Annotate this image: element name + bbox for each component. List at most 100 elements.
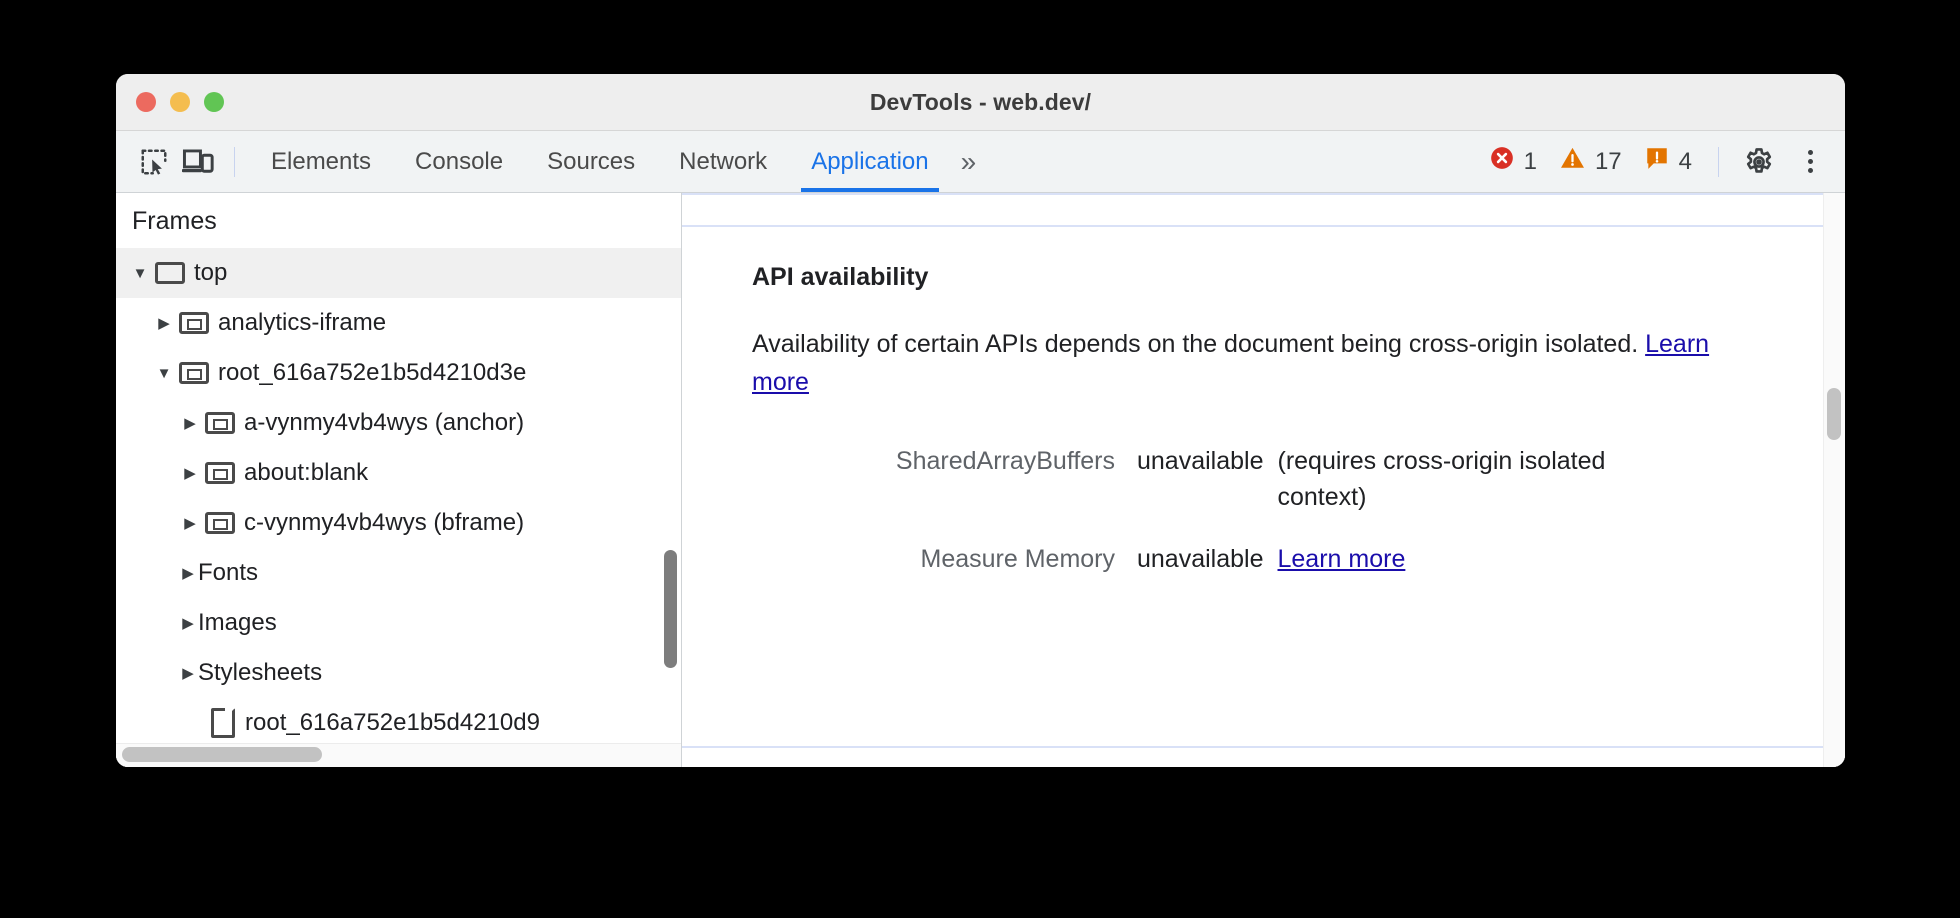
section-title: API availability (752, 263, 929, 291)
frame-icon (179, 362, 209, 384)
tab-console[interactable]: Console (393, 131, 525, 192)
frames-tree: top analytics-iframe root_616a752e1b5d42… (116, 248, 681, 748)
learn-more-link[interactable]: Learn more (752, 330, 1710, 396)
tree-item-label: analytics-iframe (218, 309, 387, 336)
api-rows: SharedArrayBuffers unavailable (requires… (752, 443, 1845, 577)
frame-top-icon (155, 262, 185, 284)
row-value-group: unavailable (requires cross-origin isola… (1137, 443, 1658, 515)
toolbar-status-area: 1 17 (1489, 140, 1845, 184)
main-vertical-scrollbar-track[interactable] (1823, 193, 1845, 767)
tab-label: Elements (271, 147, 372, 175)
section-divider-bottom (682, 746, 1845, 748)
row-shared-array-buffers: SharedArrayBuffers unavailable (requires… (752, 443, 1845, 515)
tree-item-fonts[interactable]: Fonts (116, 548, 681, 598)
devtools-toolbar: Elements Console Sources Network Applica… (116, 131, 1845, 193)
tree-item-label: root_616a752e1b5d4210d9 (245, 709, 540, 736)
api-availability-section: API availability Availability of certain… (682, 227, 1845, 577)
frame-icon (179, 312, 209, 334)
error-circle-icon (1489, 145, 1515, 178)
tree-item-about-blank[interactable]: about:blank (116, 448, 681, 498)
measure-memory-learn-more-link[interactable]: Learn more (1277, 545, 1406, 573)
chevron-right-icon[interactable] (178, 614, 198, 632)
row-value-group: unavailable Learn more (1137, 541, 1405, 577)
row-value: unavailable (1137, 447, 1264, 475)
window-title: DevTools - web.dev/ (869, 88, 1092, 115)
panel-tabs: Elements Console Sources Network Applica… (249, 131, 982, 192)
tab-elements[interactable]: Elements (249, 131, 393, 192)
tree-item-label: Images (198, 609, 277, 636)
warning-triangle-icon (1559, 145, 1586, 178)
sidebar-horizontal-scrollbar-thumb[interactable] (122, 747, 322, 762)
traffic-lights (136, 92, 224, 112)
tree-item-label: Stylesheets (198, 659, 323, 686)
tree-item-label: Fonts (198, 559, 259, 586)
maximize-window-button[interactable] (204, 92, 224, 112)
tree-item-stylesheets[interactable]: Stylesheets (116, 648, 681, 698)
security-isolation-panel: API availability Availability of certain… (682, 193, 1845, 767)
tree-item-root-document[interactable]: root_616a752e1b5d4210d9 (116, 698, 681, 748)
tab-application[interactable]: Application (789, 131, 950, 192)
chevron-right-icon[interactable] (180, 464, 200, 482)
kebab-menu-icon[interactable] (1793, 145, 1827, 179)
panel-top-divider (682, 193, 1845, 195)
frame-icon (205, 412, 235, 434)
tab-network[interactable]: Network (657, 131, 789, 192)
chevron-right-icon[interactable] (180, 514, 200, 532)
inspect-element-icon[interactable] (132, 140, 176, 184)
tab-sources[interactable]: Sources (525, 131, 657, 192)
warning-count: 17 (1594, 147, 1622, 175)
tree-item-label: about:blank (244, 459, 369, 486)
gear-icon[interactable] (1737, 140, 1781, 184)
sidebar-vertical-scrollbar[interactable] (664, 550, 677, 668)
row-measure-memory: Measure Memory unavailable Learn more (752, 541, 1845, 577)
error-count-badge[interactable]: 1 (1489, 145, 1537, 178)
tree-item-analytics-iframe[interactable]: analytics-iframe (116, 298, 681, 348)
tab-label: Console (415, 147, 504, 175)
tree-item-label: top (194, 259, 228, 286)
tab-label: Sources (547, 147, 636, 175)
devtools-body: Frames top analytics-iframe root_616a752… (116, 193, 1845, 767)
issue-count: 4 (1678, 147, 1692, 175)
tab-label: Network (679, 147, 768, 175)
frame-icon (205, 512, 235, 534)
row-note: (requires cross-origin isolated context) (1277, 447, 1606, 511)
chevron-right-icon[interactable] (154, 314, 174, 332)
warning-count-badge[interactable]: 17 (1559, 145, 1622, 178)
device-toolbar-icon[interactable] (176, 140, 220, 184)
toolbar-divider (234, 146, 235, 177)
tree-item-top[interactable]: top (116, 248, 681, 298)
sidebar-section-title: Frames (116, 193, 681, 248)
chevron-right-icon[interactable] (178, 564, 198, 582)
close-window-button[interactable] (136, 92, 156, 112)
row-label: SharedArrayBuffers (895, 447, 1115, 475)
issue-bubble-icon (1644, 145, 1670, 178)
frames-sidebar: Frames top analytics-iframe root_616a752… (116, 193, 682, 767)
chevron-right-icon[interactable] (180, 414, 200, 432)
sidebar-horizontal-scrollbar-track[interactable] (116, 743, 681, 767)
more-tabs-icon[interactable]: » (960, 145, 977, 177)
main-vertical-scrollbar-thumb[interactable] (1827, 388, 1841, 440)
tree-item-a-anchor[interactable]: a-vynmy4vb4wys (anchor) (116, 398, 681, 448)
tab-label: Application (811, 147, 929, 175)
section-divider-top (682, 225, 1845, 227)
tree-item-c-bframe[interactable]: c-vynmy4vb4wys (bframe) (116, 498, 681, 548)
tree-item-label: root_616a752e1b5d4210d3e (218, 359, 527, 386)
chevron-down-icon[interactable] (130, 265, 150, 282)
chevron-down-icon[interactable] (154, 365, 174, 382)
document-icon (211, 708, 235, 738)
error-count: 1 (1523, 147, 1537, 175)
tree-item-images[interactable]: Images (116, 598, 681, 648)
window-titlebar: DevTools - web.dev/ (116, 74, 1845, 131)
tree-item-label: a-vynmy4vb4wys (anchor) (244, 409, 525, 436)
toolbar-divider-2 (1718, 146, 1719, 177)
frame-icon (205, 462, 235, 484)
row-value: unavailable (1137, 545, 1264, 573)
tree-item-root-frame[interactable]: root_616a752e1b5d4210d3e (116, 348, 681, 398)
description-text: Availability of certain APIs depends on … (752, 330, 1646, 358)
devtools-window: DevTools - web.dev/ Elements (116, 74, 1845, 767)
tree-item-label: c-vynmy4vb4wys (bframe) (244, 509, 525, 536)
minimize-window-button[interactable] (170, 92, 190, 112)
issue-count-badge[interactable]: 4 (1644, 145, 1692, 178)
row-label: Measure Memory (920, 545, 1116, 573)
chevron-right-icon[interactable] (178, 664, 198, 682)
